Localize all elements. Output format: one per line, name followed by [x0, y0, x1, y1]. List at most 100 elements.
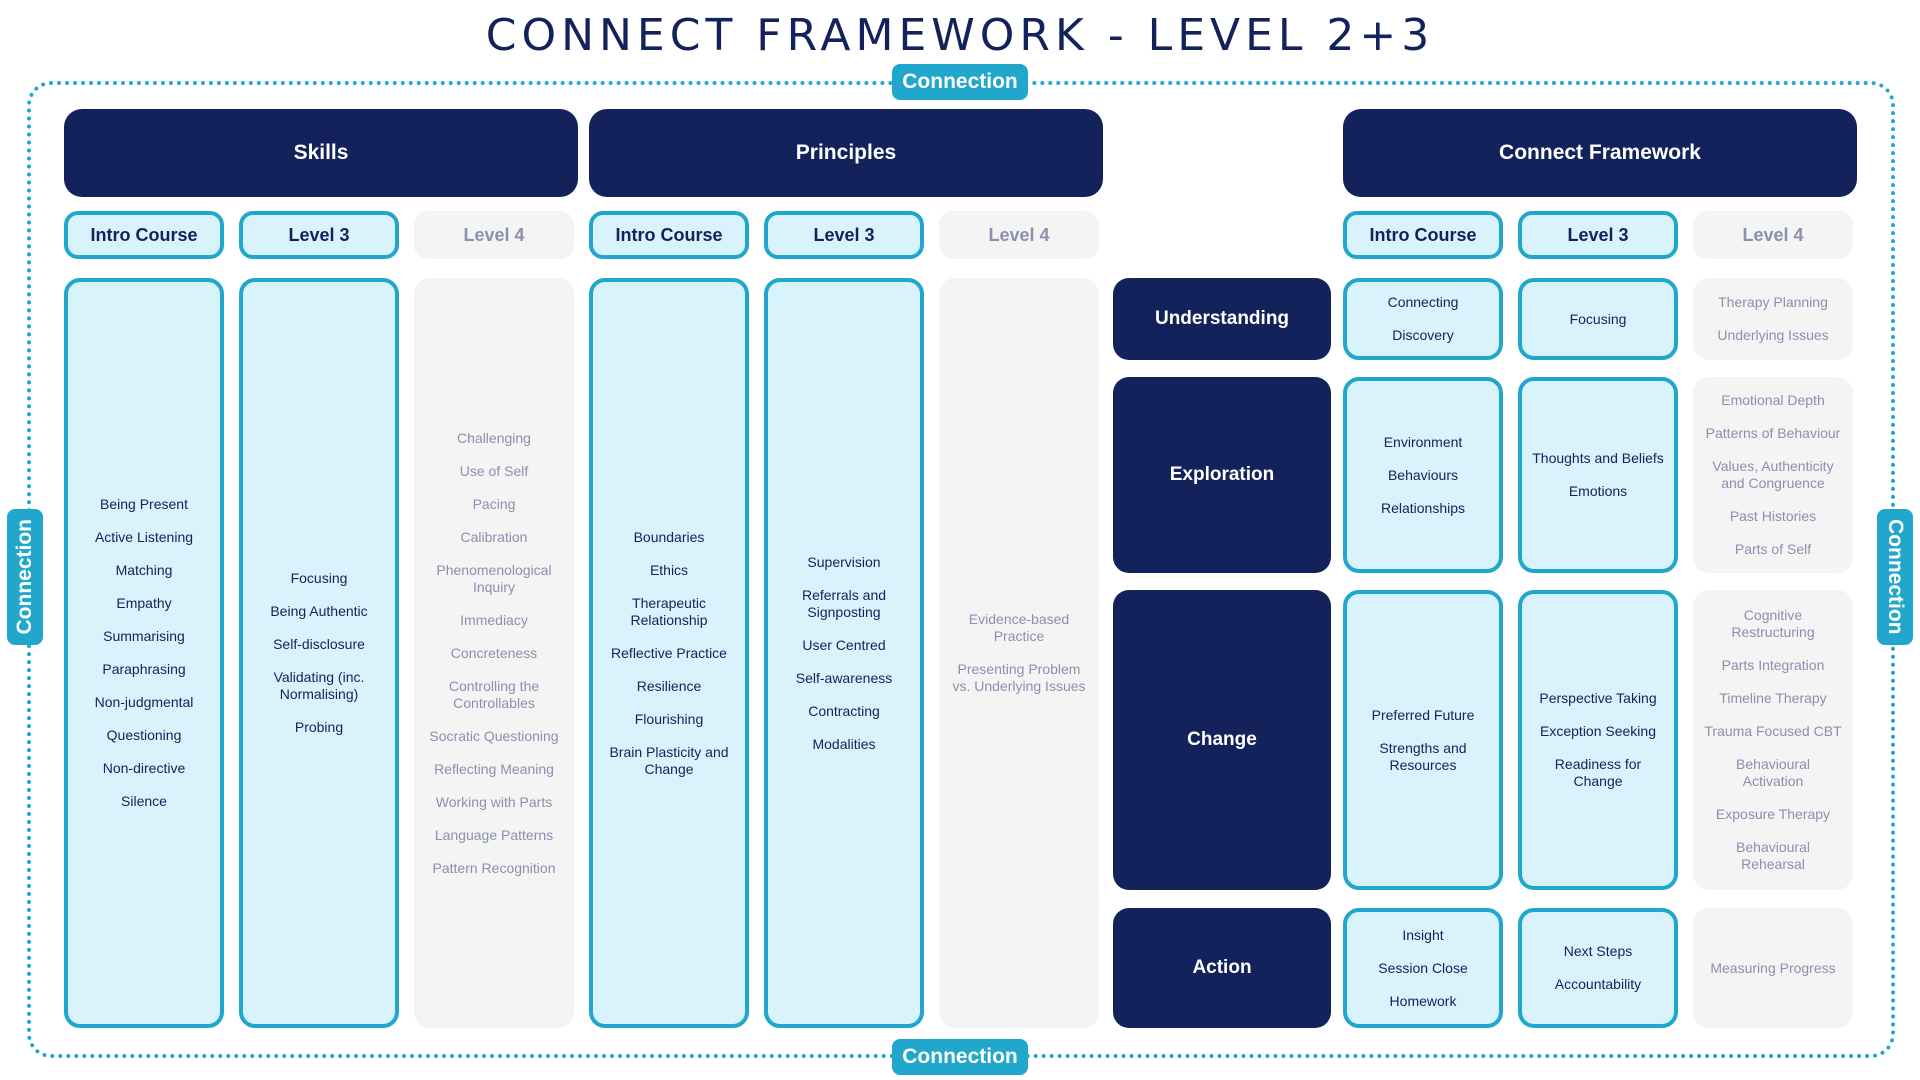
- list-item: Presenting Problem vs. Underlying Issues: [952, 661, 1086, 694]
- list-item: Pacing: [472, 495, 516, 512]
- list-item: Non-directive: [102, 760, 186, 776]
- tab-intro[interactable]: Intro Course: [589, 211, 749, 259]
- list-item: Connecting: [1387, 294, 1459, 310]
- list-item: Working with Parts: [435, 793, 553, 810]
- list-item: Challenging: [457, 429, 531, 446]
- list-item: Socratic Questioning: [429, 727, 559, 744]
- list-item: Homework: [1389, 992, 1457, 1009]
- list-item: Non-judgmental: [94, 694, 194, 710]
- list-item: Past Histories: [1729, 508, 1817, 524]
- list-item: Use of Self: [459, 462, 529, 479]
- list-item: Preferred Future: [1371, 706, 1475, 723]
- list-item: Strengths and Resources: [1379, 739, 1467, 773]
- list-item: Empathy: [116, 595, 172, 611]
- list-item: Flourishing: [634, 710, 704, 727]
- connection-label-left: Connection: [7, 509, 43, 645]
- tab-intro[interactable]: Intro Course: [1343, 211, 1503, 259]
- stage-change: Change: [1113, 590, 1331, 890]
- list-item: Timeline Therapy: [1719, 690, 1827, 706]
- list-item: Paraphrasing: [102, 661, 186, 677]
- list-item: Session Close: [1378, 959, 1468, 976]
- list-item: Reflecting Meaning: [434, 760, 554, 777]
- tab-level3[interactable]: Level 3: [764, 211, 924, 259]
- list-item: Concreteness: [450, 644, 538, 661]
- connect-framework-header: Connect Framework: [1343, 109, 1857, 197]
- list-item: Matching: [115, 562, 173, 578]
- tab-level4[interactable]: Level 4: [939, 211, 1099, 259]
- connection-text: Connection: [902, 1045, 1018, 1068]
- list-item: Brain Plasticity and Change: [609, 743, 729, 777]
- list-item: Accountability: [1554, 976, 1642, 992]
- connection-label-bottom: Connection: [892, 1039, 1028, 1075]
- list-item: Underlying Issues: [1717, 327, 1829, 343]
- list-item: Focusing: [290, 570, 348, 586]
- list-item: Phenomenological Inquiry: [436, 561, 552, 595]
- connection-text: Connection: [13, 519, 36, 635]
- list-item: Resilience: [636, 677, 702, 694]
- list-item: Probing: [294, 719, 344, 735]
- list-item: Reflective Practice: [611, 644, 727, 661]
- list-item: Next Steps: [1563, 943, 1633, 959]
- list-item: Trauma Focused CBT: [1704, 723, 1842, 739]
- connection-label-right: Connection: [1877, 509, 1913, 645]
- list-item: Evidence-based Practice: [968, 611, 1070, 644]
- list-item: Validating (inc. Normalising): [273, 669, 365, 702]
- connection-label-top: Connection: [892, 64, 1028, 100]
- list-item: Active Listening: [94, 529, 194, 545]
- tab-intro[interactable]: Intro Course: [64, 211, 224, 259]
- list-item: Environment: [1383, 433, 1463, 450]
- list-item: Being Authentic: [270, 603, 368, 619]
- list-item: Calibration: [460, 528, 528, 545]
- framework-understanding-level3: Focusing: [1518, 278, 1678, 360]
- list-item: Behavioural Rehearsal: [1736, 839, 1810, 872]
- list-item: Patterns of Behaviour: [1705, 425, 1841, 441]
- list-item: Silence: [121, 793, 167, 809]
- list-item: Behaviours: [1387, 466, 1459, 483]
- tab-level4[interactable]: Level 4: [414, 211, 574, 259]
- principles-header: Principles: [589, 109, 1103, 197]
- list-item: Summarising: [103, 628, 185, 644]
- list-item: User Centred: [802, 636, 886, 653]
- list-item: Focusing: [1569, 310, 1627, 327]
- tab-level3[interactable]: Level 3: [239, 211, 399, 259]
- list-item: Readiness for Change: [1554, 756, 1642, 789]
- list-item: Measuring Progress: [1710, 959, 1836, 976]
- list-item: Discovery: [1392, 327, 1454, 343]
- page-title: CONNECT FRAMEWORK - LEVEL 2+3: [485, 10, 1435, 61]
- list-item: Behavioural Activation: [1736, 756, 1810, 789]
- list-item: Immediacy: [460, 611, 528, 628]
- list-item: Parts Integration: [1721, 657, 1825, 673]
- list-item: Values, Authenticity and Congruence: [1712, 458, 1834, 491]
- tab-level3[interactable]: Level 3: [1518, 211, 1678, 259]
- list-item: Being Present: [100, 496, 188, 512]
- list-item: Therapeutic Relationship: [630, 594, 708, 628]
- connection-text: Connection: [902, 70, 1018, 93]
- list-item: Supervision: [807, 553, 881, 570]
- list-item: Exposure Therapy: [1715, 806, 1831, 822]
- list-item: Cognitive Restructuring: [1731, 607, 1815, 640]
- skills-header: Skills: [64, 109, 578, 197]
- stage-understanding: Understanding: [1113, 278, 1331, 360]
- list-item: Exception Seeking: [1540, 723, 1656, 739]
- list-item: Thoughts and Beliefs: [1532, 450, 1664, 466]
- list-item: Ethics: [649, 561, 689, 578]
- list-item: Referrals and Signposting: [801, 586, 887, 620]
- tab-level4[interactable]: Level 4: [1693, 211, 1853, 259]
- framework-action-level4: Measuring Progress: [1693, 908, 1853, 1028]
- list-item: Self-disclosure: [273, 636, 365, 652]
